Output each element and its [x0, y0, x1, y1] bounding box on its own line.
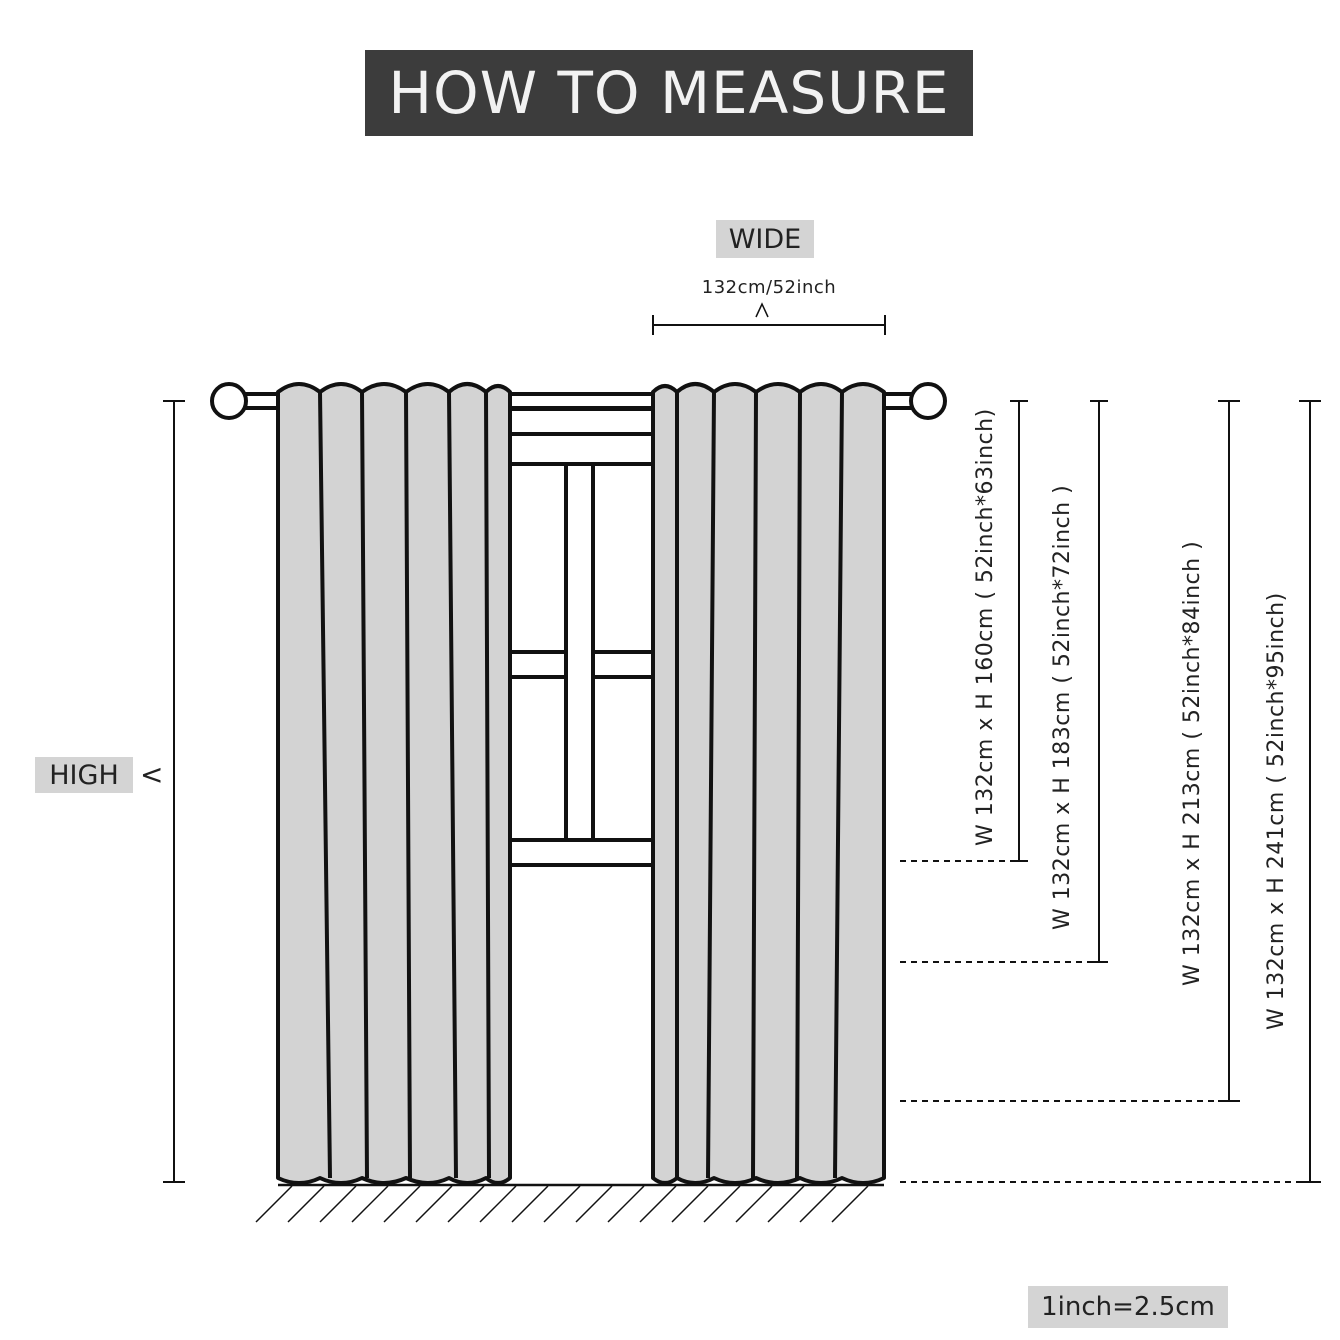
size-label-241: W 132cm x H 241cm ( 52inch*95inch)	[1264, 592, 1289, 1030]
page-title: HOW TO MEASURE	[388, 59, 950, 127]
left-curtain-panel	[276, 382, 512, 1185]
size-line-160	[900, 400, 1028, 862]
high-arrow-icon: <	[140, 758, 164, 791]
right-curtain-panel	[651, 382, 886, 1185]
height-dimension-line	[163, 400, 185, 1183]
width-dimension-line	[652, 302, 886, 335]
high-tag: HIGH	[35, 757, 133, 793]
wide-tag: WIDE	[716, 220, 814, 258]
floor-hatching	[255, 1183, 884, 1223]
size-line-183	[900, 400, 1108, 963]
window-frame	[506, 397, 657, 867]
size-label-183: W 132cm x H 183cm ( 52inch*72inch )	[1050, 484, 1075, 930]
wide-measurement: 132cm/52inch	[701, 277, 837, 298]
size-label-213: W 132cm x H 213cm ( 52inch*84inch )	[1180, 540, 1205, 986]
size-line-213	[900, 400, 1240, 1102]
size-label-160: W 132cm x H 160cm ( 52inch*63inch)	[973, 408, 998, 846]
unit-conversion-tag: 1inch=2.5cm	[1028, 1286, 1228, 1328]
title-banner: HOW TO MEASURE	[365, 50, 973, 136]
size-line-241	[900, 400, 1321, 1183]
